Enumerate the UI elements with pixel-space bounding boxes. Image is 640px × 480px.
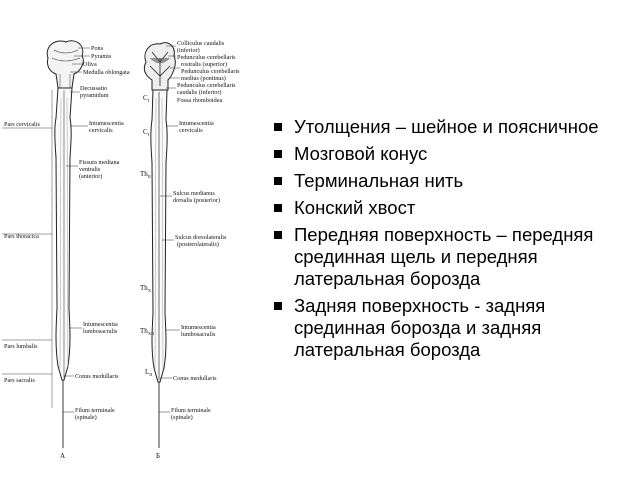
label-fossa: Fossa rhomboidea [177, 97, 222, 104]
label-sulcus-med-1: Sulcus medianus [173, 190, 215, 197]
spinal-cord-figure: Pons Pyramis Oliva Medulla oblongata Dec… [2, 40, 240, 460]
anterior-brainstem [46, 40, 84, 89]
label-pyramis: Pyramis [91, 53, 112, 60]
bullet-square-icon [274, 302, 282, 310]
bullet-square-icon [274, 123, 282, 131]
label-pars-sacralis: Pars sacralis [4, 377, 35, 384]
label-oliva: Oliva [83, 61, 97, 68]
label-c1: CI [143, 94, 150, 103]
label-filum-2: (spinale) [75, 414, 97, 421]
bullet-item: Терминальная нить [272, 170, 632, 192]
label-pars-cervicalis: Pars cervicalis [4, 121, 40, 128]
label-decussatio-2: pyramidum [80, 92, 109, 99]
label-th12: ThXII [140, 327, 155, 336]
label-c7: CI [143, 128, 150, 137]
label-ped-med-1: Pedunculus cerebellaris [181, 68, 240, 75]
label-pars-thoracica: Pars thoracica [4, 233, 39, 240]
label-intum-cerv-2: cervicalis [89, 127, 113, 134]
label-sulcus-dl-1: Sulcus dorsolateralis [175, 234, 227, 241]
label-intum-lumb-1: Intumescentia [83, 321, 118, 328]
label-filum-r-2: (spinale) [171, 414, 193, 421]
bullet-square-icon [274, 204, 282, 212]
label-colliculus-2: (inferior) [177, 47, 200, 54]
label-th9: ThX [140, 284, 152, 293]
label-intum-lumb-r-2: lumbosacralis [181, 331, 216, 338]
label-conus-r: Conus medullaris [173, 375, 217, 382]
label-colliculus-1: Colliculus caudalis [177, 40, 225, 47]
label-letter-b: Б [156, 452, 160, 460]
bullet-square-icon [274, 177, 282, 185]
label-filum-1: Filum terminale [75, 407, 115, 414]
label-letter-a: А [60, 452, 65, 460]
bullet-item: Утолщения – шейное и поясничное [272, 116, 632, 138]
bullet-item: Задняя поверхность - задняя срединная бо… [272, 295, 632, 361]
label-fissura-3: (anterior) [79, 173, 102, 180]
label-th2: ThII [140, 170, 151, 179]
posterior-view: Colliculus caudalis (inferior) Pedunculu… [140, 40, 240, 460]
label-intum-lumb-r-1: Intumescentia [181, 324, 216, 331]
bullet-square-icon [274, 231, 282, 239]
label-pars-lumbalis: Pars lumbalis [4, 343, 38, 350]
label-intum-cerv-r-1: Intumescentia [179, 120, 214, 127]
anterior-spinal-cord [54, 87, 73, 381]
label-ped-rostr-1: Pedunculus cerebellaris [177, 54, 236, 61]
bullet-item: Передняя поверхность – передняя срединна… [272, 224, 632, 290]
label-fissura-1: Fissura mediana [79, 159, 120, 166]
label-intum-lumb-2: lumbosacralis [83, 328, 118, 335]
label-fissura-2: ventralis [79, 166, 101, 173]
label-filum-r-1: Filum terminale [171, 407, 211, 414]
bullet-list: Утолщения – шейное и поясничное Мозговой… [272, 116, 632, 366]
label-l2: LII [145, 368, 153, 377]
label-ped-caud-1: Pedunculus cerebellaris [177, 82, 236, 89]
label-conus: Conus medullaris [75, 373, 119, 380]
label-ped-med-2: medius (pontinus) [181, 75, 226, 82]
label-intum-cerv-1: Intumescentia [89, 120, 124, 127]
label-sulcus-med-2: dorsalis (posterior) [173, 197, 220, 204]
label-sulcus-dl-2: (posterolateralis) [177, 241, 219, 248]
label-ped-caud-2: caudalis (inferior) [177, 89, 222, 96]
label-decussatio-1: Decussatio [80, 85, 107, 92]
bullet-item: Мозговой конус [272, 143, 632, 165]
label-ped-rostr-2: rostralis (superior) [181, 61, 227, 68]
label-pons: Pons [91, 45, 104, 52]
bullet-item: Конский хвост [272, 197, 632, 219]
anterior-view: Pons Pyramis Oliva Medulla oblongata Dec… [2, 40, 130, 460]
bullet-square-icon [274, 150, 282, 158]
label-intum-cerv-r-2: cervicalis [179, 127, 203, 134]
label-medulla: Medulla oblongata [83, 69, 130, 76]
